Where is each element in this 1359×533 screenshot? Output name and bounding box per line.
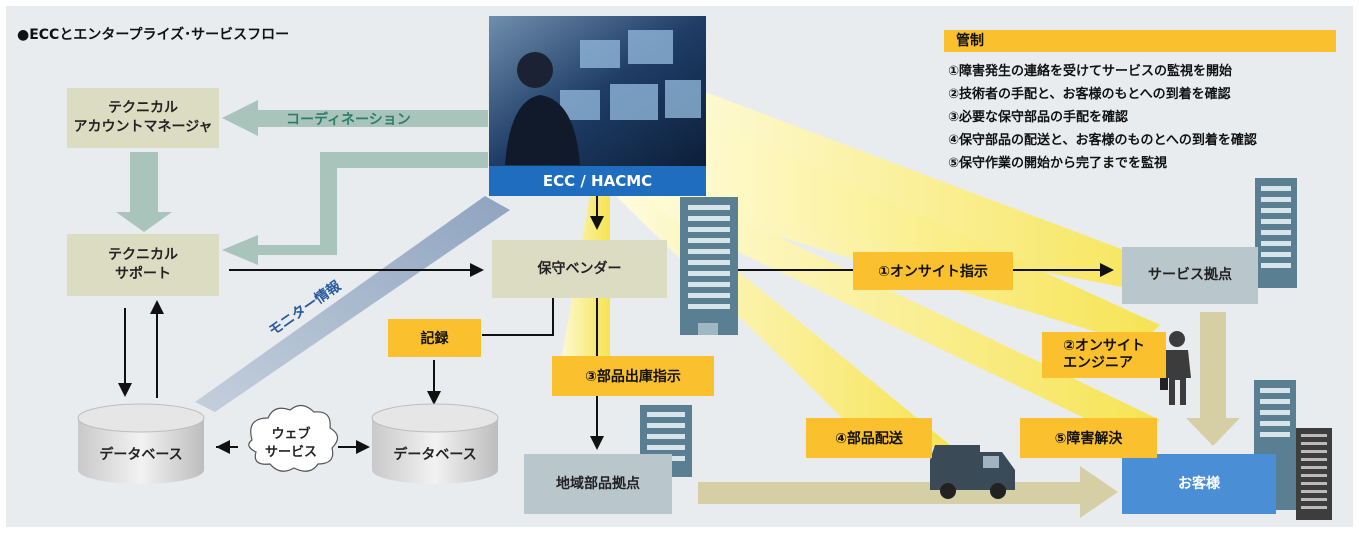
arrowheads [118, 216, 1114, 454]
legend-item: ③必要な保守部品の手配を確認 [948, 110, 1129, 125]
tam-support-arrow [116, 152, 172, 232]
monitor-info-band [195, 196, 510, 412]
person-icon [1160, 331, 1191, 405]
beam-service-base [640, 90, 1190, 300]
legend: 管制 ①障害発生の連絡を受けてサービスの監視を開始 ②技術者の手配と、お客様のもと… [944, 30, 1336, 175]
service-base-node: サービス拠点 [1122, 247, 1258, 304]
ecc-monitor-image [489, 16, 706, 166]
customer-node: お客様 [1122, 454, 1276, 514]
parts-release-label: ③部品出庫指示 [552, 356, 714, 396]
support-node: テクニカル サポート [67, 234, 219, 296]
parts-base-node: 地域部品拠点 [524, 454, 672, 514]
record-label: 記録 [388, 319, 481, 357]
beam-problem-resolved [620, 180, 1160, 440]
ecc-support-arrow [222, 152, 488, 265]
legend-item: ④保守部品の配送と、お客様のものとへの到着を確認 [948, 133, 1257, 148]
web-service-label: ウェブ サービス [264, 427, 317, 460]
cloud-icon [248, 404, 339, 472]
delivery-arrow [698, 466, 1118, 518]
coordination-label: コーディネーション [286, 112, 411, 128]
building-icon [680, 197, 738, 335]
database-icon [371, 403, 499, 484]
server-rack-icon [1296, 428, 1332, 520]
ecc-hacmc-label: ECC / HACMC [542, 171, 653, 190]
legend-item: ②技術者の手配と、お客様のもとへの到着を確認 [948, 87, 1231, 102]
ecc-label-bar [489, 166, 706, 196]
legend-title: 管制 [944, 30, 1336, 52]
parts-delivery-label: ④部品配送 [806, 418, 932, 458]
legend-items: ①障害発生の連絡を受けてサービスの監視を開始 ②技術者の手配と、お客様のもとへの到… [944, 60, 1336, 175]
vendor-node: 保守ベンダー [492, 240, 667, 298]
building-icon [1255, 178, 1297, 288]
db-right-label: データベース [393, 446, 477, 463]
database-icon [77, 403, 205, 484]
onsite-instruction-label: ①オンサイト指示 [853, 252, 1013, 290]
service-customer-arrow [1186, 312, 1240, 446]
coordination-arrow [222, 100, 488, 136]
legend-item: ⑤保守作業の開始から完了までを監視 [948, 156, 1168, 171]
beam-onsite-engineer [640, 115, 1160, 345]
tam-node: テクニカル アカウントマネージャ [67, 88, 219, 148]
problem-resolved-label: ⑤障害解決 [1020, 418, 1157, 458]
truck-icon [930, 445, 1015, 499]
onsite-engineer-label: ②オンサイト エンジニア [1042, 332, 1166, 378]
page-title: ●ECCとエンタープライズ･サービスフロー [17, 27, 290, 43]
db-left-label: データベース [99, 446, 183, 463]
legend-item: ①障害発生の連絡を受けてサービスの監視を開始 [948, 64, 1233, 79]
